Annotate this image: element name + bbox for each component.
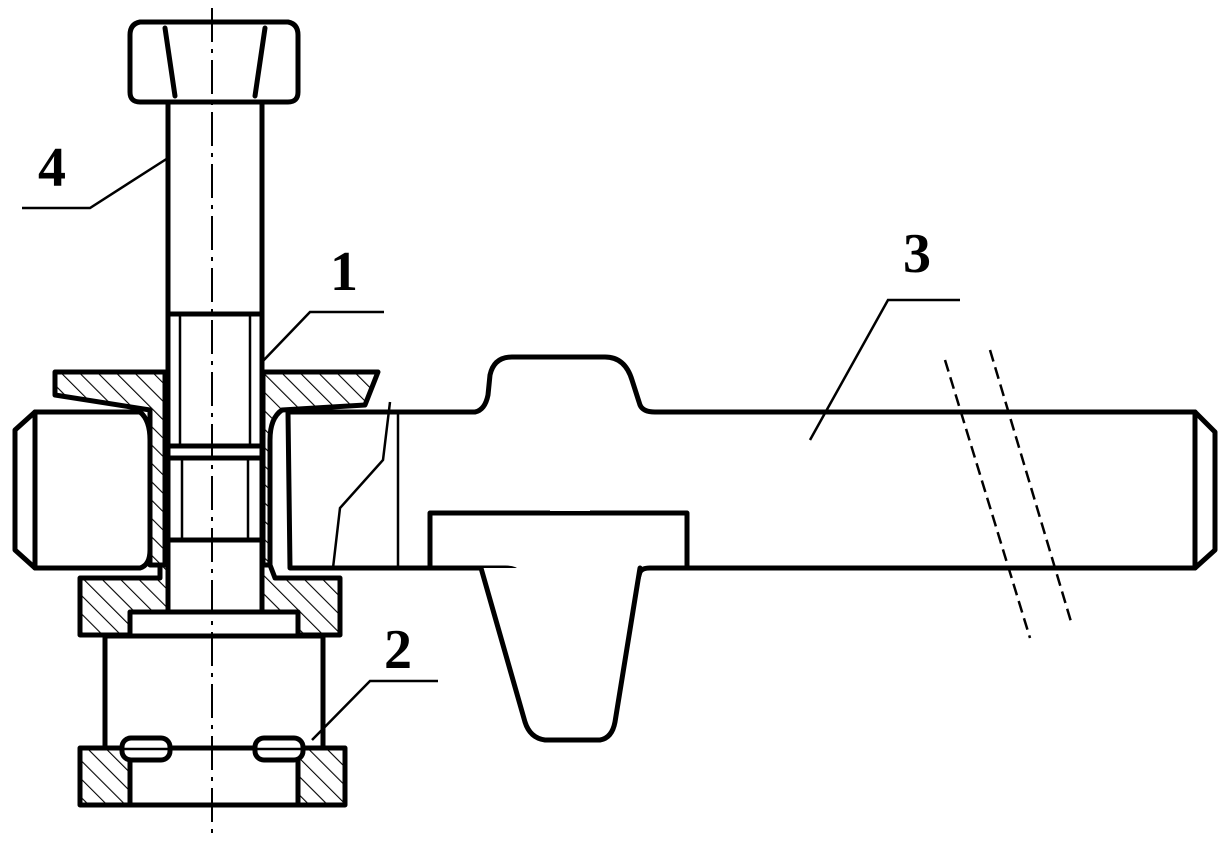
bolt-shank [165, 99, 265, 317]
nut-right-ring [295, 745, 348, 808]
label-part-4: 4 [38, 137, 66, 199]
label-part-3: 3 [903, 223, 931, 285]
label-part-1: 1 [330, 241, 358, 303]
label-part-2: 2 [384, 619, 412, 681]
arm-slot [427, 510, 690, 571]
bolt-head-edge-1 [162, 25, 178, 99]
bolt-head [127, 19, 301, 105]
bolt-head-edge-2 [252, 25, 268, 99]
arm-break-line-1 [943, 359, 1032, 639]
leader-1 [261, 310, 384, 363]
arm-part-3 [285, 349, 1218, 743]
leader-extra [331, 401, 392, 569]
leader-4 [22, 156, 169, 210]
bolt-part-4 [127, 19, 301, 639]
leader-2 [311, 679, 438, 741]
arm-body [285, 354, 1218, 585]
bolt-collar [127, 609, 301, 639]
bushing-left-wall [52, 369, 168, 568]
leaders [22, 156, 960, 741]
arm-break-line-2 [988, 349, 1074, 626]
leader-3 [808, 298, 960, 441]
bushing-right-wall [260, 369, 381, 568]
nut-sleeve [102, 633, 326, 751]
bolt-thread [165, 311, 265, 449]
bolt-lower-bore [165, 443, 265, 615]
left-roller [12, 409, 153, 571]
arm-lower-lug [478, 565, 643, 743]
nut-part-2 [77, 633, 348, 808]
